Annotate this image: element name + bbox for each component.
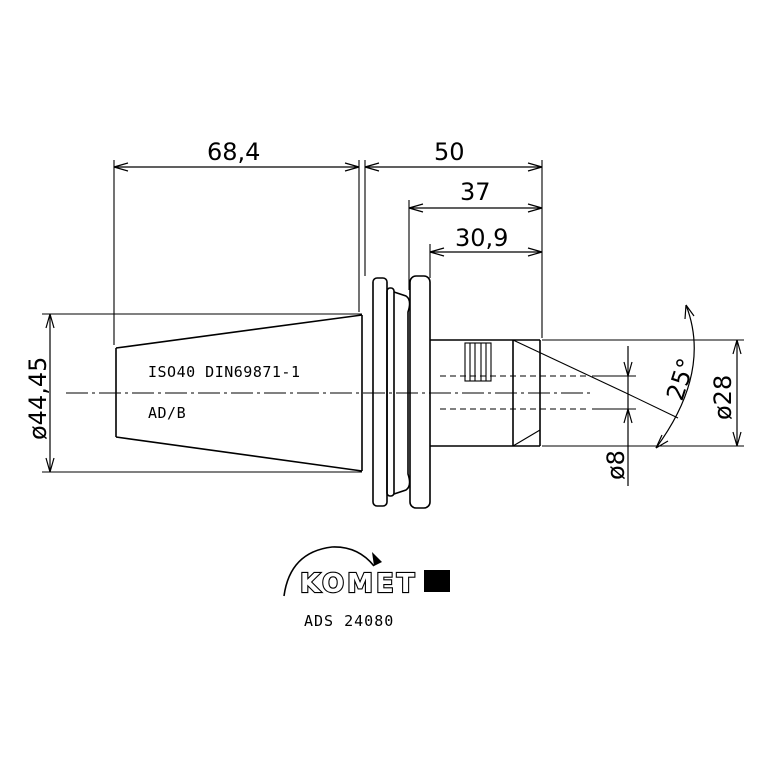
clamp-screw (464, 342, 492, 382)
dim-diameter-44-45-label: ø44,45 (24, 357, 52, 440)
dim-68-4 (113, 160, 360, 345)
dim-diameter-8-label: ø8 (602, 450, 630, 480)
form-note: AD/B (148, 404, 186, 422)
part-code: ADS 24080 (304, 612, 394, 630)
dim-37-label: 37 (460, 178, 491, 206)
dim-68-4-label: 68,4 (207, 138, 260, 166)
logo-block (424, 570, 450, 592)
logo-brand-text: KOMET (300, 569, 417, 599)
dim-angle-25-label: 25° (661, 355, 701, 404)
dim-diameter-8 (592, 346, 636, 486)
dim-50 (364, 160, 543, 338)
logo-arc (283, 546, 375, 597)
shank-body (430, 339, 541, 447)
dim-diameter-28 (542, 339, 744, 447)
komet-logo: KOMET (283, 546, 450, 600)
dim-diameter-44-45 (42, 313, 362, 473)
dim-diameter-28-label: ø28 (709, 375, 737, 420)
dim-37 (408, 200, 543, 290)
standard-note: ISO40 DIN69871-1 (148, 363, 301, 381)
dim-50-label: 50 (434, 138, 465, 166)
logo-arc-tip (372, 552, 382, 566)
dim-30-9 (429, 244, 543, 278)
dim-30-9-label: 30,9 (455, 224, 508, 252)
flange (372, 275, 431, 509)
taper-body (115, 314, 363, 472)
dim-angle-25 (625, 304, 695, 449)
